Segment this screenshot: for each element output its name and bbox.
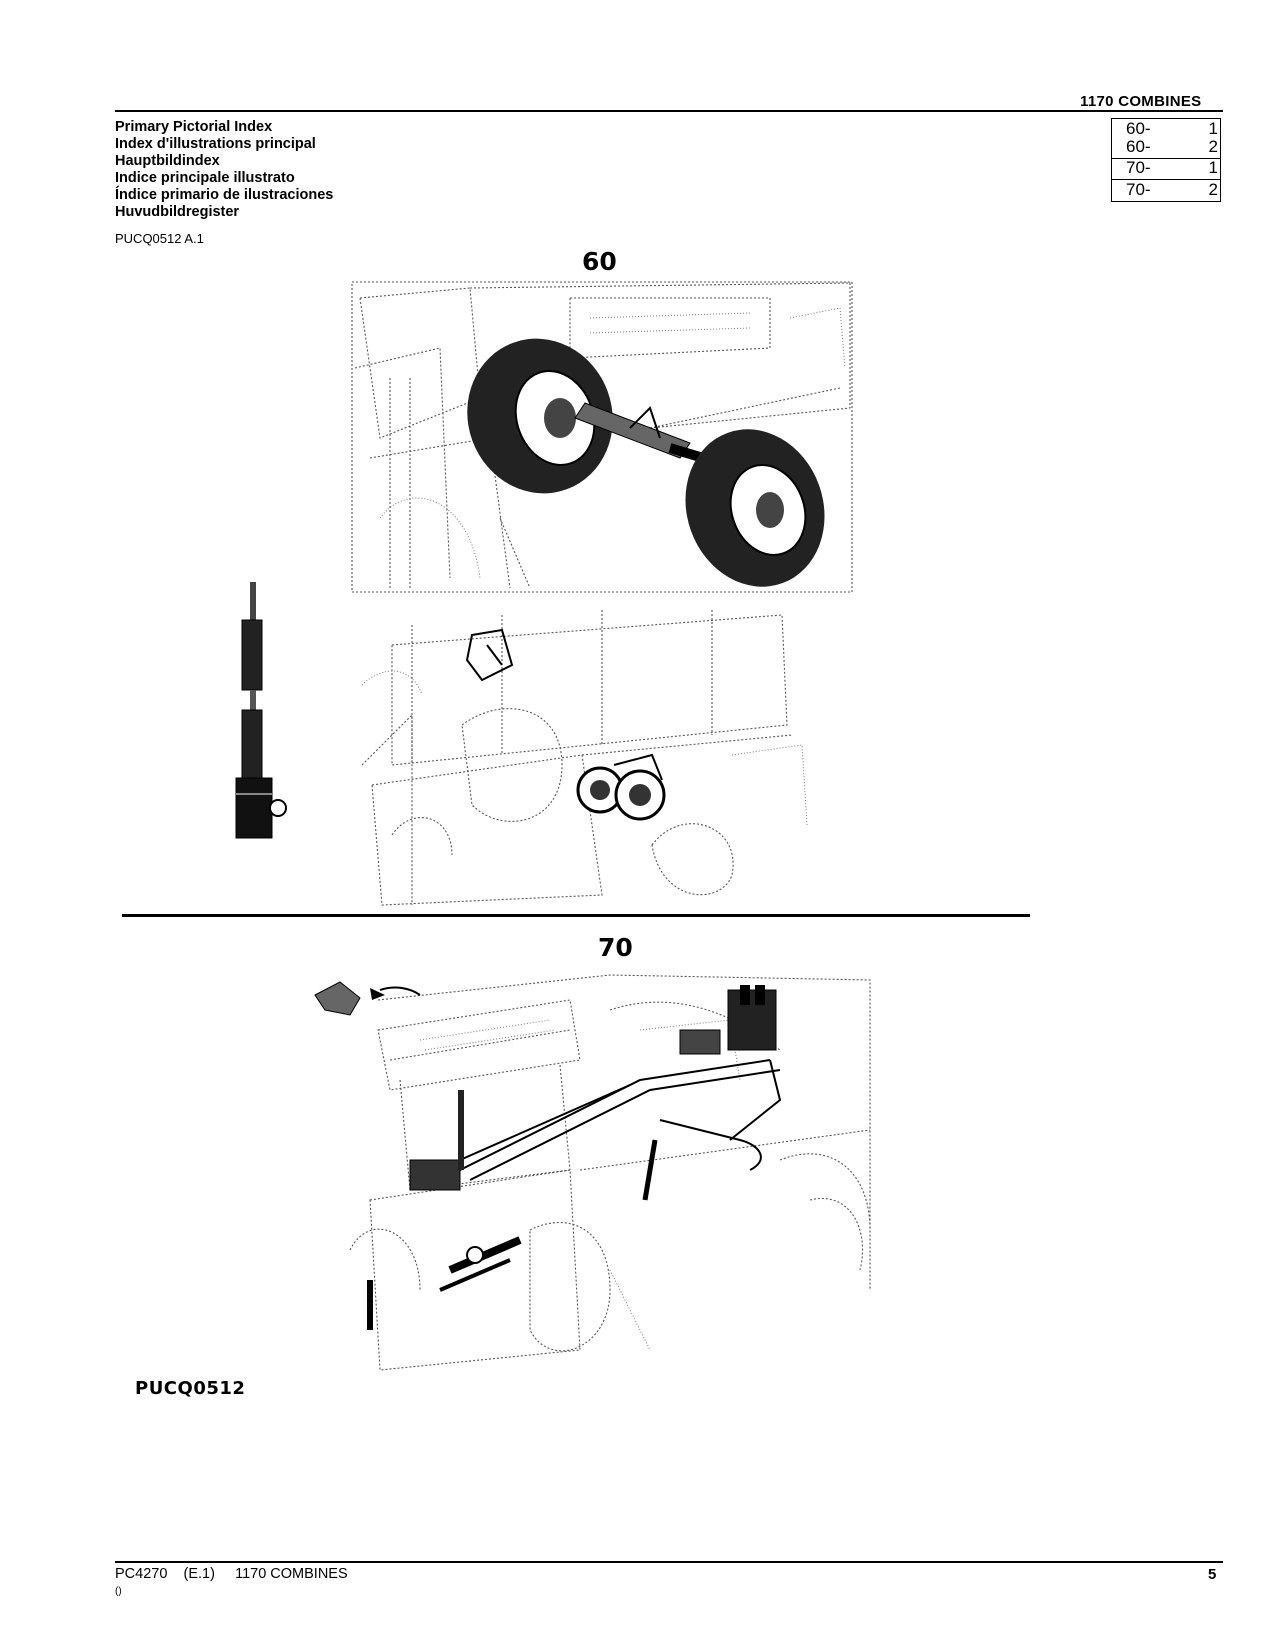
- index-divider: [1112, 179, 1220, 180]
- artwork-code: PUCQ0512: [135, 1378, 246, 1399]
- hydraulic-system-illustration: [314, 974, 871, 1371]
- final-drive-illustration: [361, 610, 808, 906]
- section-divider: [122, 914, 1030, 917]
- index-row: 70- 2: [1112, 181, 1220, 199]
- header-rule: [115, 110, 1223, 112]
- section-number-70: 70: [598, 933, 633, 962]
- footer-rule: [115, 1561, 1223, 1563]
- document-header-title: 1170 COMBINES: [1080, 93, 1202, 110]
- index-page: 60-: [1126, 137, 1151, 156]
- title-german: Hauptbildindex: [115, 153, 220, 169]
- index-row: 70- 1: [1112, 159, 1220, 177]
- index-reference-box: 60- 1 60- 2 70- 1 70- 2: [1111, 118, 1221, 202]
- title-spanish: Índice primario de ilustraciones: [115, 187, 334, 203]
- title-english: Primary Pictorial Index: [115, 119, 273, 135]
- index-number: 2: [1208, 137, 1218, 156]
- section-number-60: 60: [582, 247, 617, 276]
- index-number: 2: [1208, 180, 1218, 199]
- index-divider: [1112, 158, 1220, 159]
- title-french: Index d'illustrations principal: [115, 136, 316, 152]
- footer-parentheses: (): [115, 1586, 122, 1597]
- index-titles: Primary Pictorial Index Index d'illustra…: [115, 119, 333, 221]
- reference-code: PUCQ0512 A.1: [115, 231, 204, 246]
- index-page: 70-: [1126, 158, 1151, 177]
- index-number: 1: [1208, 119, 1218, 138]
- index-number: 1: [1208, 158, 1218, 177]
- index-page: 70-: [1126, 180, 1151, 199]
- index-row: 60- 1: [1112, 120, 1220, 138]
- footer-publication-info: PC4270 (E.1) 1170 COMBINES: [115, 1566, 348, 1582]
- index-page: 60-: [1126, 119, 1151, 138]
- page-number: 5: [1208, 1566, 1217, 1583]
- rear-axle-illustration: [351, 281, 853, 593]
- title-swedish: Huvudbildregister: [115, 204, 240, 220]
- index-row: 60- 2: [1112, 138, 1220, 156]
- steering-cylinder-illustration: [235, 582, 287, 839]
- title-italian: Indice principale illustrato: [115, 170, 295, 186]
